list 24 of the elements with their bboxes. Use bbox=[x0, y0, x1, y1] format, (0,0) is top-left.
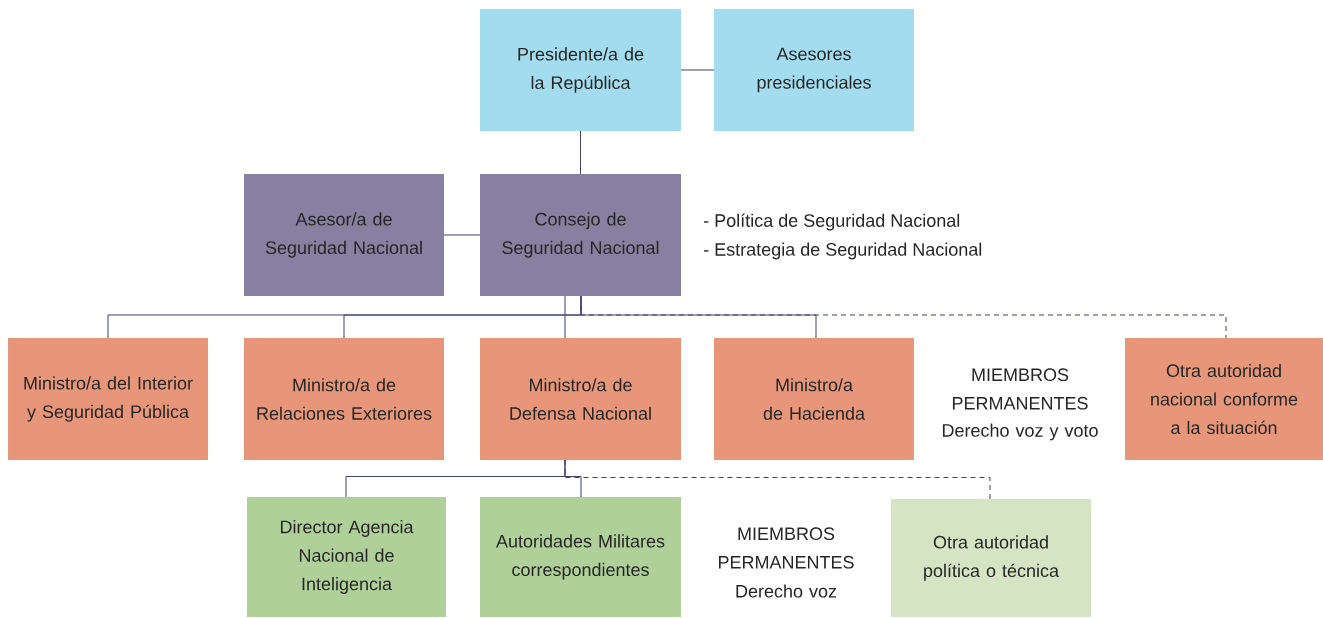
connector-line bbox=[580, 130, 581, 175]
connector-line bbox=[580, 295, 1227, 339]
org-box: Director Agencia Nacional de Inteligencia bbox=[247, 497, 446, 617]
note-text: MIEMBROS PERMANENTES bbox=[952, 368, 1088, 410]
bullet-text: - Política de Seguridad Nacional bbox=[704, 213, 960, 231]
note-text: Derecho voz bbox=[736, 584, 837, 598]
connector-line bbox=[564, 295, 566, 339]
org-box: Consejo de Seguridad Nacional bbox=[480, 174, 681, 296]
org-box: Ministro/a de Defensa Nacional bbox=[480, 338, 681, 460]
connector-line bbox=[564, 459, 991, 500]
org-box: Otra autoridad nacional conforme a la situación bbox=[1125, 338, 1323, 460]
org-box: Ministro/a de Hacienda bbox=[714, 338, 914, 460]
org-box: Autoridades Militares correspondientes bbox=[480, 497, 681, 617]
org-box: Ministro/a de Relaciones Exteriores bbox=[244, 338, 444, 460]
bullet-text: - Estrategia de Seguridad Nacional bbox=[704, 242, 982, 260]
org-box: Ministro/a del Interior y Seguridad Pública bbox=[8, 338, 208, 460]
note-text: MIEMBROS PERMANENTES bbox=[718, 527, 854, 569]
org-box: Asesor/a de Seguridad Nacional bbox=[244, 174, 444, 296]
connector-line bbox=[443, 234, 481, 236]
org-box: Asesores presidenciales bbox=[714, 9, 914, 131]
org-box: Presidente/a de la República bbox=[480, 9, 681, 131]
org-box: Otra autoridad política o técnica bbox=[891, 499, 1091, 617]
connector-line bbox=[680, 69, 715, 71]
note-text: Derecho voz y voto bbox=[942, 423, 1098, 441]
